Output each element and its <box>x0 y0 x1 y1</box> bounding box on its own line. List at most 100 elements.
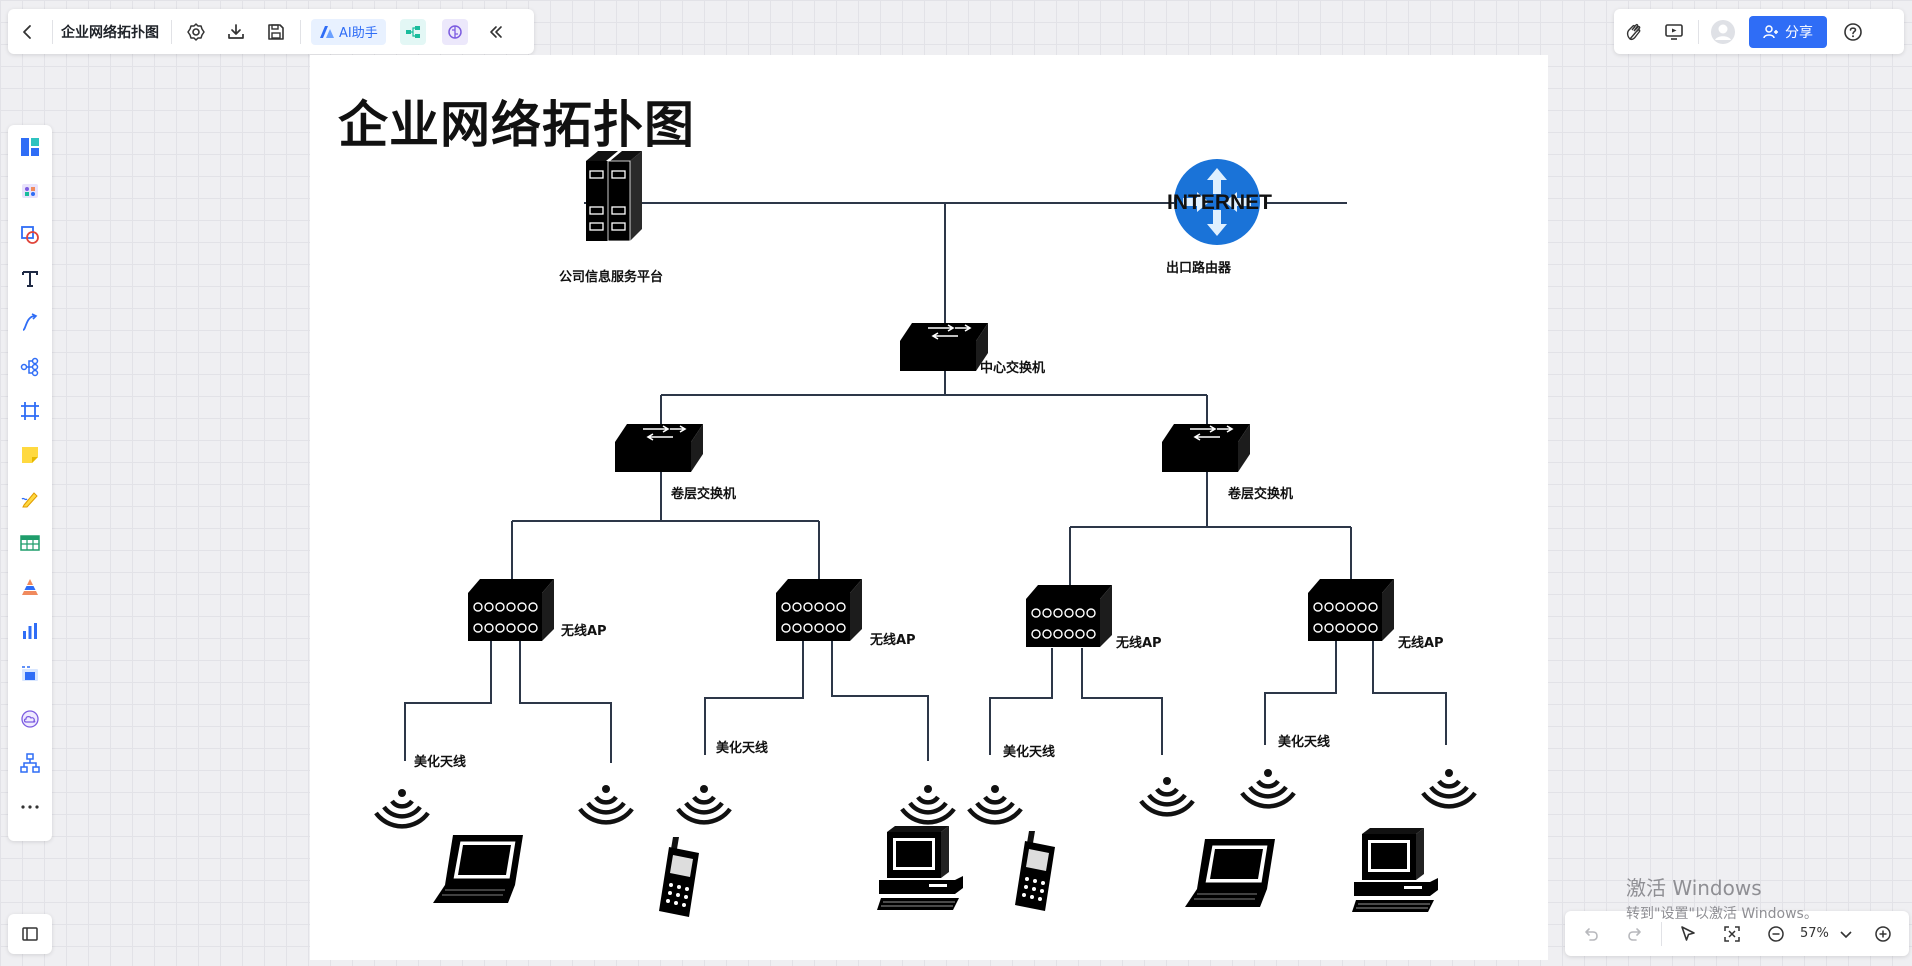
avatar-icon <box>1711 19 1735 44</box>
connector-tool[interactable] <box>8 301 52 345</box>
more-icon <box>21 805 39 809</box>
server-label[interactable]: 公司信息服务平台 <box>559 270 664 285</box>
antenna-1-label[interactable]: 美化天线 <box>414 755 467 770</box>
undo-icon <box>1585 927 1598 941</box>
floor-switch-left-label[interactable]: 卷层交换机 <box>671 487 737 502</box>
zoom-in-button[interactable] <box>1861 911 1905 956</box>
link-core-distribution <box>660 369 1208 429</box>
floor-switch-right-label[interactable]: 卷层交换机 <box>1228 487 1294 502</box>
share-button[interactable]: 分享 <box>1749 15 1827 48</box>
antenna-4-label[interactable]: 美化天线 <box>1278 735 1331 750</box>
cloud-tool[interactable] <box>8 697 52 741</box>
antenna-2-label[interactable]: 美化天线 <box>716 741 769 756</box>
media-icon <box>22 666 38 681</box>
text-icon <box>22 271 38 287</box>
wifi-antenna-icon <box>1141 777 1193 814</box>
top-right-toolbar: 分享 <box>1614 9 1904 54</box>
clap-icon <box>1626 23 1641 40</box>
template-tool[interactable] <box>8 125 52 169</box>
table-tool[interactable] <box>8 521 52 565</box>
wifi-antenna-icon <box>1423 769 1475 806</box>
media-tool[interactable] <box>8 653 52 697</box>
brain-icon <box>447 24 462 39</box>
zoom-out-button[interactable] <box>1754 911 1798 956</box>
mindmap-tool[interactable] <box>8 345 52 389</box>
double-chevron-left-icon <box>489 25 502 38</box>
select-pointer-button[interactable] <box>1666 911 1710 956</box>
download-button[interactable] <box>216 9 256 54</box>
ai-assistant-button[interactable]: AI助手 <box>311 18 386 45</box>
router-label[interactable]: 出口路由器 <box>1166 261 1232 276</box>
zoom-bar: 57% <box>1565 911 1909 956</box>
ap-4-label[interactable]: 无线AP <box>1398 636 1444 651</box>
core-switch-label[interactable]: 中心交换机 <box>980 361 1046 376</box>
antenna-3-label[interactable]: 美化天线 <box>1003 745 1056 760</box>
collapse-toolbar-button[interactable] <box>476 9 516 54</box>
router-icon <box>1174 159 1260 245</box>
org-chart-tool[interactable] <box>8 741 52 785</box>
template-icon <box>21 138 39 156</box>
chart-tool[interactable] <box>8 609 52 653</box>
link-ap4-antennas <box>1264 640 1447 745</box>
diagram-title[interactable]: 企业网络拓扑图 <box>338 96 695 154</box>
divider <box>1698 19 1699 44</box>
zoom-in-icon <box>1875 925 1891 942</box>
page-panel-button[interactable] <box>8 914 52 954</box>
fit-screen-button[interactable] <box>1710 911 1754 956</box>
pen-icon <box>21 492 38 508</box>
desktop-computer-icon <box>1351 827 1439 913</box>
pen-tool[interactable] <box>8 477 52 521</box>
add-user-icon <box>1763 24 1778 38</box>
table-icon <box>20 535 40 551</box>
wifi-antenna-icon <box>969 785 1021 822</box>
divider <box>1661 921 1662 946</box>
shape-icon <box>21 226 39 244</box>
internet-label[interactable]: INTERNET <box>1167 191 1272 214</box>
wireless-ap-icon <box>775 578 863 642</box>
server-rack-icon <box>586 151 642 242</box>
divider <box>52 19 53 44</box>
left-tool-rail <box>8 125 52 841</box>
sidebar-panel-icon <box>22 927 38 941</box>
mindmap-chip[interactable] <box>399 18 426 45</box>
link-right-branch <box>1069 469 1352 588</box>
ap-2-label[interactable]: 无线AP <box>870 633 916 648</box>
zoom-level[interactable]: 57% <box>1800 926 1829 941</box>
ap-1-label[interactable]: 无线AP <box>561 624 607 639</box>
bar-chart-icon <box>23 623 37 639</box>
present-button[interactable] <box>1654 9 1694 54</box>
zoom-dropdown[interactable] <box>1831 911 1861 956</box>
link-ap1-antennas <box>404 640 612 763</box>
help-button[interactable] <box>1833 9 1873 54</box>
component-tool[interactable] <box>8 169 52 213</box>
save-button[interactable] <box>256 9 296 54</box>
mobile-phone-icon <box>659 837 699 917</box>
ai-brain-chip[interactable] <box>441 18 468 45</box>
clap-button[interactable] <box>1614 9 1654 54</box>
ap-3-label[interactable]: 无线AP <box>1116 636 1162 651</box>
document-title[interactable]: 企业网络拓扑图 <box>61 24 159 41</box>
pyramid-tool[interactable] <box>8 565 52 609</box>
back-button[interactable] <box>8 9 48 54</box>
save-icon <box>268 23 284 40</box>
wireless-ap-icon <box>467 578 555 642</box>
laptop-icon <box>1184 838 1276 908</box>
wifi-antenna-icon <box>376 789 428 826</box>
diagram-canvas[interactable]: 企业网络拓扑图 INTERNET 公司信息服务平台 出口路由器 中心交换机 卷层… <box>310 55 1548 960</box>
chevron-down-icon <box>1840 930 1852 938</box>
redo-button[interactable] <box>1613 911 1657 956</box>
avatar[interactable] <box>1703 9 1743 54</box>
more-tools[interactable] <box>8 785 52 829</box>
sticky-note-tool[interactable] <box>8 433 52 477</box>
settings-button[interactable] <box>176 9 216 54</box>
undo-button[interactable] <box>1569 911 1613 956</box>
text-tool[interactable] <box>8 257 52 301</box>
frame-tool[interactable] <box>8 389 52 433</box>
download-icon <box>228 23 244 39</box>
diagram-svg <box>310 151 1548 917</box>
wireless-ap-icon <box>1307 578 1395 642</box>
sticky-note-icon <box>22 447 38 463</box>
component-icon <box>22 184 38 198</box>
pointer-icon <box>1681 925 1695 941</box>
shape-tool[interactable] <box>8 213 52 257</box>
